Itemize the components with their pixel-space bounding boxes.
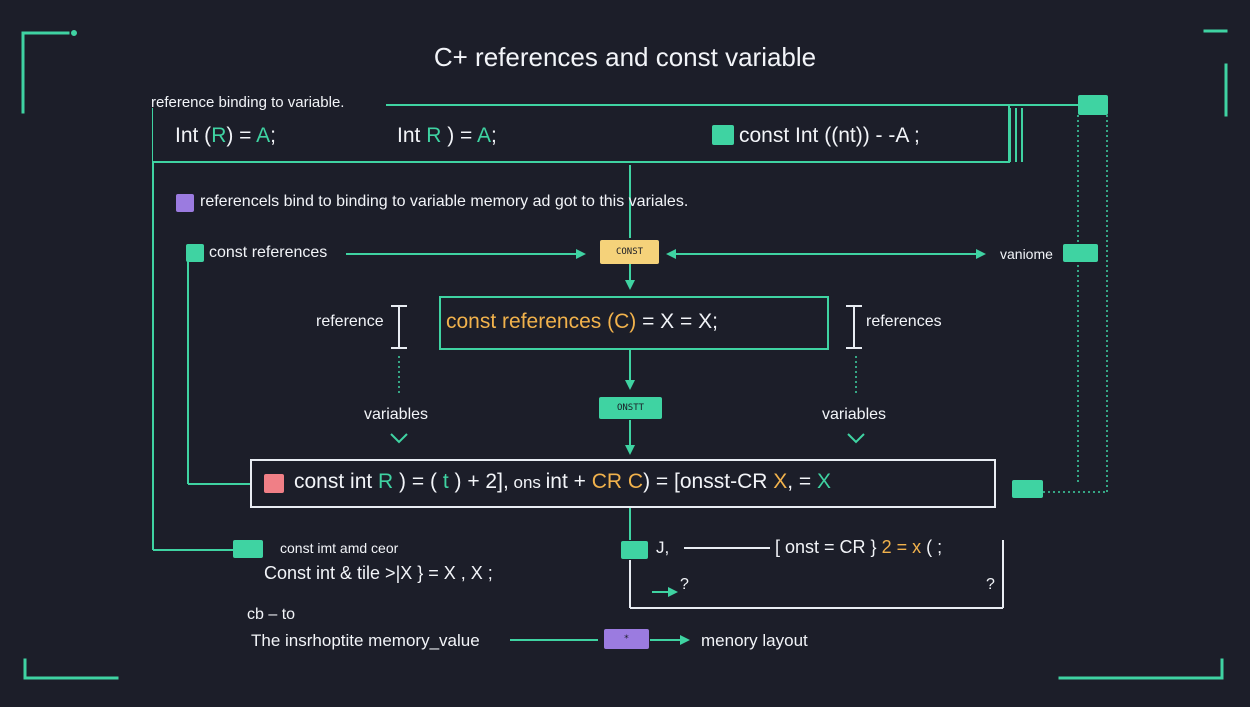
main-expression-box: [250, 459, 996, 508]
binding-label: reference binding to variable.: [151, 94, 345, 111]
variables-left-label: variables: [364, 406, 429, 423]
green-square-icon: [712, 125, 734, 145]
purple-square-icon: [176, 194, 194, 212]
top-right-chip: [1078, 95, 1108, 115]
bottom-left-chip: [233, 540, 263, 558]
onst-chip: ONSTT: [599, 397, 662, 419]
references-right-label: references: [866, 313, 942, 330]
variable-right-chip: [1063, 244, 1098, 262]
center-expression-box: [439, 296, 829, 350]
corner-bottom-left: [23, 658, 119, 680]
result-question-1: ?: [680, 576, 689, 593]
bottom-line-2: Const int & tile >|X } = X , X ;: [264, 563, 493, 583]
top-expression-box: [153, 106, 1010, 163]
result-chip: [621, 541, 648, 559]
const-references-label: const references: [209, 244, 328, 261]
bottom-line-4: The insrhoptite memory_value: [251, 631, 480, 650]
top-expression-1: Int (R) = A;: [175, 124, 276, 147]
top-expression-2: Int R ) = A;: [397, 124, 497, 147]
result-expression-a: J,: [656, 538, 670, 557]
bottom-line-3: cb – to: [247, 606, 296, 623]
page-title: C+ references and const variable: [433, 42, 817, 72]
corner-bottom-right: [1058, 658, 1224, 680]
result-question-2: ?: [986, 576, 995, 593]
note-text: referencels bind to binding to variable …: [200, 193, 689, 210]
result-expression: [ onst = CR } 2 = x ( ;: [775, 537, 943, 557]
variables-right-label: variables: [822, 406, 887, 423]
top-expression-3: const Int ((nt)) - -A ;: [739, 124, 920, 147]
pink-square-icon: [264, 474, 284, 493]
main-expression: const int R ) = ( t ) + 2], ons int + CR…: [294, 470, 832, 493]
const-chip: CONST: [600, 240, 659, 264]
chevron-down-icon: [390, 433, 408, 444]
bottom-line-1: const imt amd ceor: [280, 540, 399, 556]
variable-right-label: vaniome: [1000, 246, 1053, 262]
memory-layout-label: menory layout: [701, 631, 808, 650]
main-right-chip: [1012, 480, 1043, 498]
purple-chip: *: [604, 629, 649, 649]
green-square-icon: [186, 244, 204, 262]
reference-left-label: reference: [316, 313, 384, 330]
corner-top-left: [21, 31, 70, 114]
center-expression: const references (C) = X = X;: [446, 310, 718, 333]
